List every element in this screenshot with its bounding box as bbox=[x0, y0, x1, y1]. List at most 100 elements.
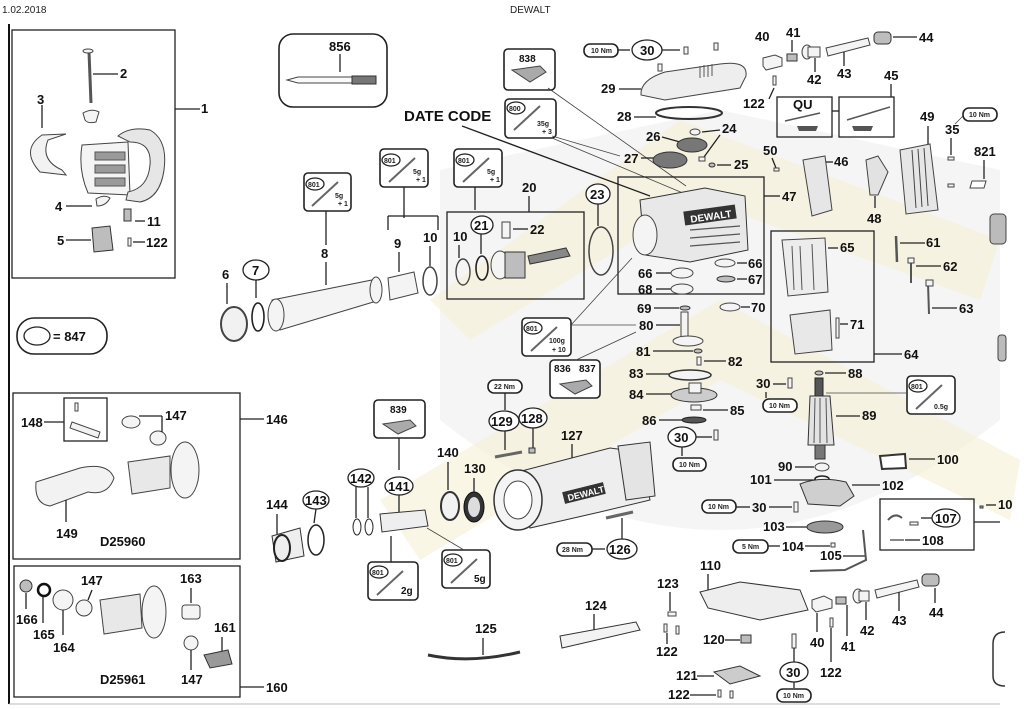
cap-part-120 bbox=[740, 634, 752, 644]
part-label-123: 123 bbox=[657, 576, 679, 591]
handle-kit-frame bbox=[11, 29, 176, 279]
part-label-140: 140 bbox=[437, 445, 459, 460]
grease-box-801-a: 801 5g + 1 bbox=[303, 172, 352, 245]
part-label-85: 85 bbox=[730, 403, 744, 418]
piston-kit-20: 20 10 21 22 bbox=[446, 180, 585, 300]
document-date: 1.02.2018 bbox=[2, 5, 47, 16]
part-label-61: 61 bbox=[926, 235, 940, 250]
bolt-part-126 bbox=[605, 510, 634, 520]
part-label-122-c: 122 bbox=[656, 644, 678, 659]
part-label-105: 105 bbox=[820, 548, 842, 563]
part-label-10-b: 10 bbox=[453, 229, 467, 244]
crankcase-assembly-47: 47 DEWALT 66 68 66 67 bbox=[617, 176, 796, 297]
part-label-71: 71 bbox=[850, 317, 864, 332]
part-label-28: 28 bbox=[617, 109, 631, 124]
torque-spec-10nm: 10 Nm bbox=[591, 48, 612, 55]
part-label-44-a: 44 bbox=[919, 30, 934, 45]
part-label-8: 8 bbox=[321, 246, 328, 261]
part-label-62: 62 bbox=[943, 259, 957, 274]
part-label-30-e: 30 bbox=[786, 665, 800, 680]
oring-part-23 bbox=[588, 226, 614, 276]
strap-part-3 bbox=[30, 133, 68, 176]
part-label-126: 126 bbox=[609, 542, 631, 557]
crank-stack-group: 69 70 80 81 82 83 84 85 86 30 10 Nm bbox=[629, 300, 798, 472]
connecting-rod-part bbox=[527, 247, 571, 265]
part-label-40-a: 40 bbox=[755, 29, 769, 44]
part-label-839: 839 bbox=[390, 405, 407, 416]
grease-amount: 2g bbox=[401, 586, 413, 597]
crankcase-frame bbox=[617, 176, 765, 295]
tool-holder-group: 839 141 142 801 2g 801 5g bbox=[347, 399, 491, 601]
grease-code: 801 bbox=[308, 182, 320, 189]
part-label-70: 70 bbox=[751, 300, 765, 315]
piston-kit-frame bbox=[446, 211, 585, 300]
trigger-part-48 bbox=[865, 155, 889, 196]
part-label-35: 35 bbox=[945, 122, 959, 137]
torque-spec-10nm: 10 Nm bbox=[679, 462, 700, 469]
part-label-11: 11 bbox=[147, 214, 161, 229]
torque-spec-10nm: 10 Nm bbox=[769, 403, 790, 410]
part-label-26: 26 bbox=[646, 129, 660, 144]
part-label-3: 3 bbox=[37, 92, 44, 107]
part-label-81: 81 bbox=[636, 344, 650, 359]
chuck-part-160 bbox=[99, 593, 143, 635]
oring-part-143 bbox=[307, 524, 325, 556]
part-label-122-e: 122 bbox=[820, 665, 842, 680]
part-label-6: 6 bbox=[222, 267, 229, 282]
part-label-27: 27 bbox=[624, 151, 638, 166]
part-label-43-a: 43 bbox=[837, 66, 851, 81]
part-label-47: 47 bbox=[782, 189, 796, 204]
grease-code: 800 bbox=[509, 106, 521, 113]
part-label-88: 88 bbox=[848, 366, 862, 381]
part-label-66-a: 66 bbox=[638, 266, 652, 281]
grease-box-801-b: 801 5g + 1 bbox=[379, 148, 429, 218]
grease-amount: 0.5g bbox=[934, 404, 948, 411]
part-label-83: 83 bbox=[629, 366, 643, 381]
part-label-9: 9 bbox=[394, 236, 401, 251]
washer-part-140 bbox=[440, 491, 460, 521]
part-label-124: 124 bbox=[585, 598, 607, 613]
part-label-23: 23 bbox=[590, 187, 604, 202]
part-label-110: 110 bbox=[700, 558, 721, 573]
chisel-part-856 bbox=[285, 76, 353, 84]
grease-amount: 5g bbox=[413, 169, 421, 176]
oring-part-7 bbox=[251, 302, 265, 332]
part-label-45: 45 bbox=[884, 68, 898, 83]
part-label-164: 164 bbox=[53, 640, 75, 655]
part-label-30-d: 30 bbox=[752, 500, 766, 515]
chuck-part-146 bbox=[127, 455, 171, 495]
oring-part-10-a bbox=[422, 266, 438, 296]
part-label-108: 108 bbox=[922, 533, 944, 548]
part-label-2: 2 bbox=[120, 66, 127, 81]
part-label-121: 121 bbox=[676, 668, 698, 683]
part-label-84: 84 bbox=[629, 387, 644, 402]
part-label-63: 63 bbox=[959, 301, 973, 316]
spring-part-44 bbox=[873, 31, 892, 45]
part-label-149: 149 bbox=[56, 526, 78, 541]
clip-part-11 bbox=[123, 208, 132, 222]
gear-cover-part-29 bbox=[640, 62, 747, 101]
part-label-22: 22 bbox=[530, 222, 544, 237]
grease-amount: 35g bbox=[537, 121, 549, 128]
cable-part-105 bbox=[809, 529, 868, 572]
grease-box-800: 800 35g + 3 bbox=[504, 98, 691, 197]
brush-part-61 bbox=[894, 235, 899, 263]
switch-group: 50 46 48 49 10 Nm 35 821 bbox=[763, 107, 1007, 362]
pin-part-148 bbox=[69, 421, 101, 439]
switch-actuator-part-121 bbox=[712, 665, 762, 685]
part-label-1: 1 bbox=[201, 101, 208, 116]
stator-part-71 bbox=[789, 309, 833, 355]
grease-qty: + 10 bbox=[552, 347, 566, 354]
part-label-144: 144 bbox=[266, 497, 288, 512]
part-label-122-d: 122 bbox=[668, 687, 690, 702]
barrel-part-8 bbox=[271, 279, 381, 331]
barrel-assembly-group: 6 7 8 9 10 bbox=[220, 215, 439, 342]
kit-160-d25961: 160 166 165 164 147 163 161 147 D25961 bbox=[13, 565, 288, 698]
part-label-821: 821 bbox=[974, 144, 996, 159]
grease-code: 801 bbox=[526, 326, 538, 333]
gasket-part-28 bbox=[655, 106, 723, 120]
gasket-part-83 bbox=[668, 369, 712, 381]
part-label-836: 836 bbox=[554, 364, 571, 375]
side-handle-group-bottom: 40 122 41 42 43 44 bbox=[810, 573, 1006, 687]
